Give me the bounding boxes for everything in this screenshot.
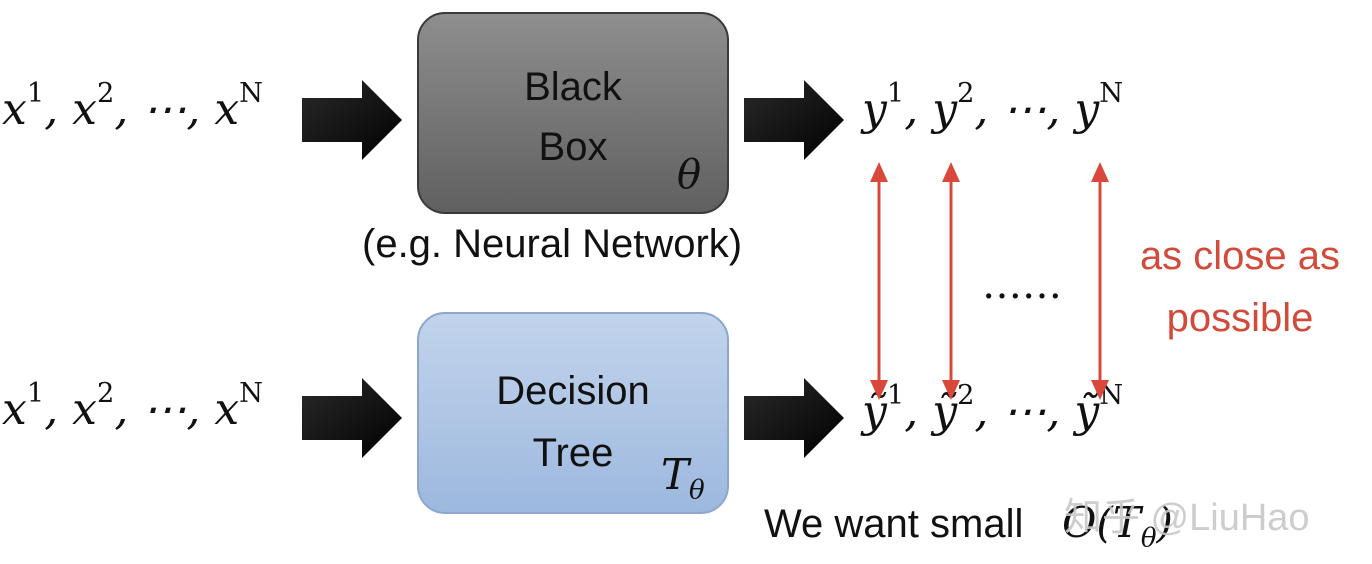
footer-text: We want small [764,502,1024,546]
black-box-caption: (e.g. Neural Network) [362,222,743,266]
right-block-arrow-icon [302,80,402,160]
decision-tree-box: Decision Tree Tθ [417,312,729,514]
bottom-output-sequence: ỹ1, ỹ2, ⋯, ỹN [862,379,1124,437]
double-headed-arrow-icon [942,162,960,400]
right-block-arrow-icon [744,378,844,458]
decision-tree-label-line2: Tree [532,431,614,475]
double-headed-arrow-icon [870,162,888,400]
top-output-sequence: y1, y2, ⋯, yN [862,77,1124,135]
black-box-param: θ [677,152,702,198]
double-headed-arrow-icon [1091,162,1109,400]
middle-ellipsis: …… [982,262,1062,308]
black-box: Black Box θ [417,12,729,214]
close-note-line1: as close as [1139,234,1341,278]
close-note-line2: possible [1166,296,1314,340]
watermark: 知乎 @LiuHao [1064,497,1310,539]
top-input-sequence: x1, x2, ⋯, xN [2,77,263,135]
decision-tree-param: Tθ [661,450,705,506]
black-box-label-line1: Black [524,65,622,109]
decision-tree-label-line1: Decision [496,369,650,413]
right-block-arrow-icon [302,378,402,458]
right-block-arrow-icon [744,80,844,160]
bottom-input-sequence: x1, x2, ⋯, xN [2,377,263,435]
black-box-label-line2: Box [538,125,608,169]
footer-complexity: O(Tθ) [1062,498,1173,554]
